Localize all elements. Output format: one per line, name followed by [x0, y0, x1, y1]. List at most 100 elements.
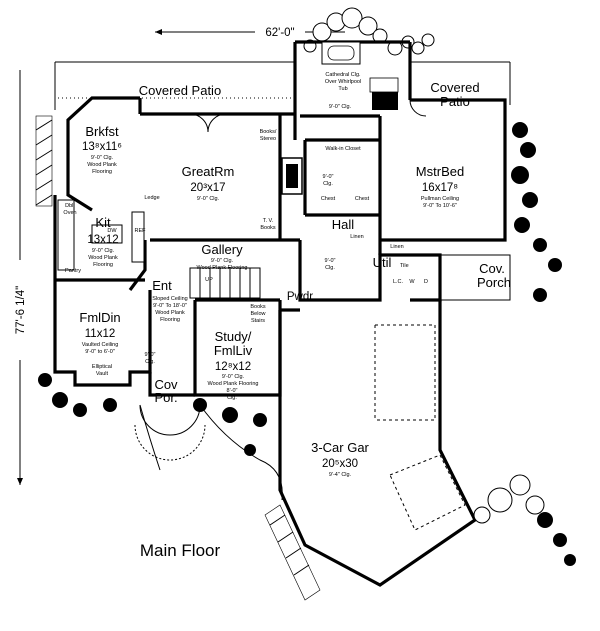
elliptical2: Vault: [96, 371, 109, 377]
chest2-label: Chest: [355, 196, 370, 202]
kit-size: 13x12: [87, 234, 118, 246]
books-stereo1: Books/: [260, 129, 277, 135]
study-note2: Wood Plank Flooring: [208, 381, 259, 387]
chest1-label: Chest: [321, 196, 336, 202]
mstrbed-name: MstrBed: [416, 164, 464, 179]
ent-clg2: Clg.: [145, 359, 155, 365]
cov-por-line2: Por.: [154, 390, 177, 405]
walkin-label: Walk-in Closet: [325, 146, 361, 152]
bay-clg2: Clg.: [227, 395, 237, 401]
fmldin-note1: Vaulted Ceiling: [82, 342, 119, 348]
brkfst-note1: 9'-0" Clg.: [91, 155, 114, 161]
depth-dimension: 77'-6 1/4": [15, 70, 27, 485]
lc-label: L.C.: [393, 279, 404, 285]
ent-note2: 9'-0" To 18'-0": [153, 303, 187, 309]
kit-note3: Flooring: [93, 262, 113, 268]
ent-clg1: 9'-0": [145, 352, 156, 358]
greatrm-size: 20³x17: [190, 182, 225, 194]
study-size: 12⁸x12: [215, 361, 251, 373]
ledge-label: Ledge: [144, 195, 159, 201]
fmldin-size: 11x12: [85, 328, 115, 340]
kit-note2: Wood Plank: [88, 255, 118, 261]
w-label: W: [409, 279, 415, 285]
gallery-note1: 9'-0" Clg.: [211, 258, 234, 264]
elliptical1: Elliptical: [92, 364, 112, 370]
dw-label: DW: [107, 228, 117, 234]
cathedral-label: Cathedral Clg.: [325, 72, 361, 78]
kit-name: Kit: [95, 215, 111, 230]
gallery-name: Gallery: [201, 242, 243, 257]
hall-name: Hall: [332, 217, 355, 232]
garage-outlines: [374, 324, 466, 531]
closet-clg2: Clg.: [323, 181, 333, 187]
garage-size: 20⁵x30: [322, 458, 358, 470]
ent-note3: Wood Plank: [155, 310, 185, 316]
mstrbed-note1: Pullman Ceiling: [421, 196, 459, 202]
greatrm-name: GreatRm: [182, 164, 235, 179]
util-name: Util: [373, 255, 392, 270]
linen2-label: Linen: [390, 244, 403, 250]
gallery-note2: Wood Plank Flooring: [197, 265, 248, 271]
brick-hatch-left: [35, 115, 53, 207]
covered-patio-left-label: Covered Patio: [139, 83, 221, 98]
study-name-line2: FmlLiv: [214, 343, 253, 358]
walls: [53, 40, 511, 587]
floor-caption: Main Floor: [140, 541, 221, 560]
cov-por-line1: Cov: [154, 377, 178, 392]
width-dimension: 62'-0": [155, 27, 345, 39]
study-name-line1: Study/: [215, 329, 252, 344]
bay-clg1: 8'-0": [227, 388, 238, 394]
cov-porch-line1: Cov.: [479, 261, 505, 276]
dbl-oven2: Oven: [63, 210, 76, 216]
books-below1: Books: [250, 304, 266, 310]
util-note1: Tile: [400, 263, 409, 269]
garage-trees: [473, 474, 545, 524]
front-walkway: [134, 404, 283, 501]
garage-note1: 9'-4" Clg.: [329, 472, 352, 478]
fireplace-hearth: [286, 164, 298, 188]
pantry-label: Pantry: [65, 268, 81, 274]
mstrbed-size: 16x17⁸: [422, 182, 458, 194]
books-below2: Below: [251, 311, 266, 317]
kitchen-cabinets: [57, 199, 145, 271]
shrubs: [38, 122, 576, 566]
width-dimension-label: 62'-0": [265, 27, 294, 39]
brkfst-note3: Flooring: [92, 169, 112, 175]
greatrm-note1: 9'-0" Clg.: [197, 196, 220, 202]
tv-books1: T. V.: [263, 218, 274, 224]
linen1-label: Linen: [350, 234, 363, 240]
covered-patio-right-label-line2: Patio: [440, 94, 470, 109]
top-trees: [303, 7, 435, 56]
closet-clg1: 9'-0": [323, 174, 334, 180]
bath-clg-label: 9'-0" Clg.: [329, 104, 352, 110]
patio-doors: [189, 99, 427, 133]
depth-dimension-label: 77'-6 1/4": [15, 286, 27, 334]
brkfst-name: Brkfst: [85, 124, 119, 139]
ref-label: REF: [135, 228, 147, 234]
ent-name: Ent: [152, 278, 172, 293]
study-note1: 9'-0" Clg.: [222, 374, 245, 380]
ent-note1: Sloped Ceiling: [152, 296, 187, 302]
vanity: [369, 77, 399, 93]
brkfst-note2: Wood Plank: [87, 162, 117, 168]
fmldin-note2: 9'-0" to 6'-0": [85, 349, 115, 355]
books-below3: Stairs: [251, 318, 265, 324]
cov-porch-line2: Porch: [477, 275, 511, 290]
d-label: D: [424, 279, 428, 285]
shower: [372, 92, 398, 110]
dbl-oven1: Dbl.: [65, 203, 75, 209]
up-label: UP: [205, 277, 213, 283]
brkfst-size: 13⁸x11⁶: [82, 141, 122, 153]
hall-clg2: Clg.: [325, 265, 335, 271]
garage-name: 3-Car Gar: [311, 440, 369, 455]
mstrbed-note2: 9'-0" To 10'-6": [423, 203, 457, 209]
hall-clg1: 9'-0": [325, 258, 336, 264]
fmldin-name: FmlDin: [79, 310, 120, 325]
over-tub-label: Over Whirlpool: [325, 79, 361, 85]
ent-note4: Flooring: [160, 317, 180, 323]
brick-hatch-garage: [264, 504, 321, 601]
stairs: [189, 267, 261, 299]
tv-books2: Books: [260, 225, 276, 231]
pwdr-name: Pwdr: [287, 291, 313, 303]
